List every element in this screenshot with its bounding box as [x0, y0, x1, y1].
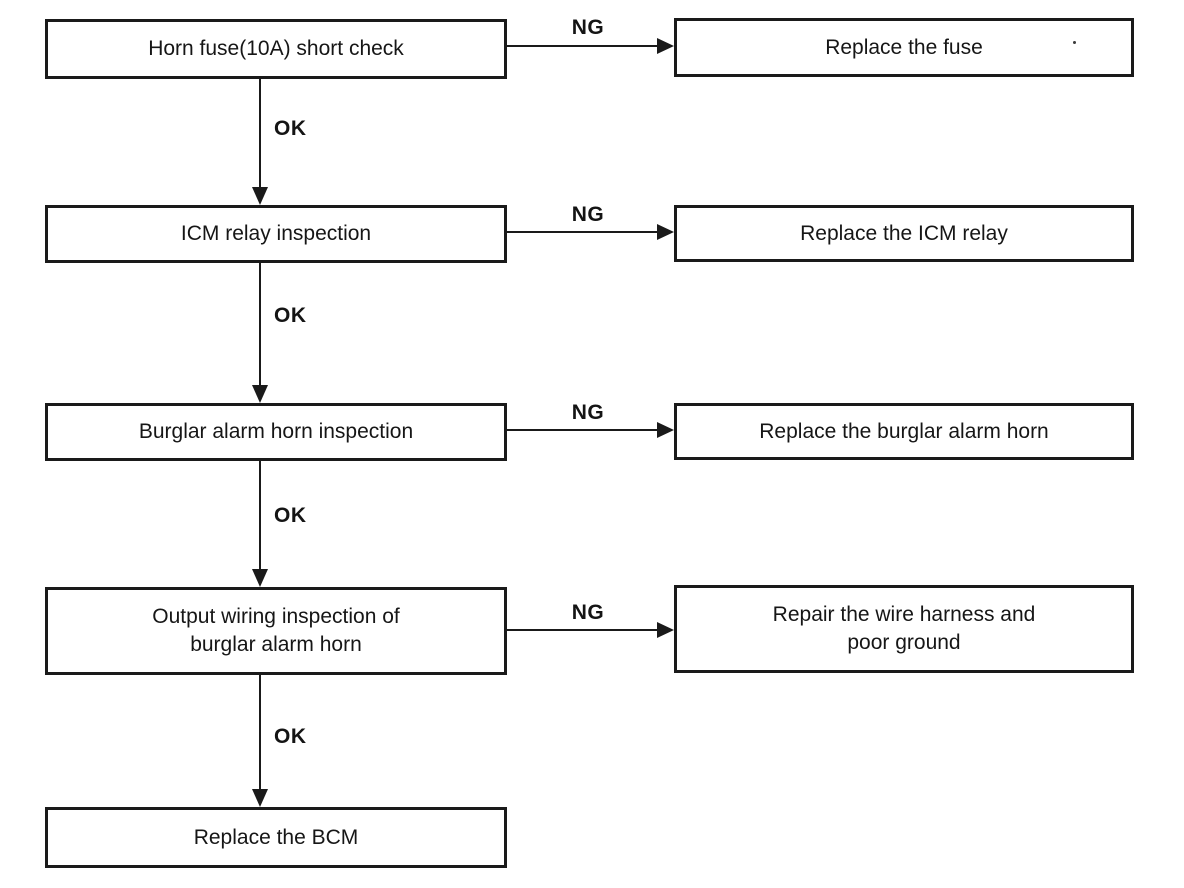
action-box-replace-burglar-alarm-horn: Replace the burglar alarm horn: [674, 403, 1134, 460]
step-label-horn-fuse-short-check: Horn fuse(10A) short check: [148, 37, 404, 61]
ok-label-2: OK: [274, 304, 307, 327]
ng-connector-line-4: [507, 629, 658, 631]
down-arrowhead-3: [252, 569, 268, 587]
step-box-replace-bcm: Replace the BCM: [45, 807, 507, 868]
action-label-repair-wire-harness: Repair the wire harness and poor ground: [772, 603, 1036, 654]
ok-connector-line-4: [259, 675, 261, 789]
ok-label-3: OK: [274, 504, 307, 527]
right-arrowhead-1: [657, 38, 674, 54]
ok-label-4: OK: [274, 725, 307, 748]
right-arrowhead-2: [657, 224, 674, 240]
action-box-replace-icm-relay: Replace the ICM relay: [674, 205, 1134, 262]
down-arrowhead-2: [252, 385, 268, 403]
action-label-replace-fuse: Replace the fuse: [825, 35, 983, 59]
ng-label-3: NG: [571, 401, 605, 424]
step-label-replace-bcm: Replace the BCM: [193, 825, 359, 849]
action-label-replace-icm-relay: Replace the ICM relay: [800, 221, 1008, 245]
step-box-horn-fuse-short-check: Horn fuse(10A) short check: [45, 19, 507, 79]
step-box-icm-relay-inspection: ICM relay inspection: [45, 205, 507, 263]
down-arrowhead-1: [252, 187, 268, 205]
ok-connector-line-2: [259, 263, 261, 385]
ng-label-1: NG: [571, 16, 605, 39]
ng-label-2: NG: [571, 203, 605, 226]
step-label-output-wiring-inspection: Output wiring inspection of burglar alar…: [152, 605, 400, 656]
action-label-replace-burglar-alarm-horn: Replace the burglar alarm horn: [759, 419, 1049, 443]
ng-connector-line-2: [507, 231, 658, 233]
down-arrowhead-4: [252, 789, 268, 807]
ng-label-4: NG: [571, 601, 605, 624]
ok-label-1: OK: [274, 117, 307, 140]
ok-connector-line-1: [259, 79, 261, 187]
ng-connector-line-1: [507, 45, 658, 47]
step-box-output-wiring-inspection: Output wiring inspection of burglar alar…: [45, 587, 507, 675]
action-box-repair-wire-harness: Repair the wire harness and poor ground: [674, 585, 1134, 673]
scan-artifact-dot: [1073, 41, 1076, 44]
step-label-burglar-alarm-horn-inspection: Burglar alarm horn inspection: [138, 420, 414, 444]
step-box-burglar-alarm-horn-inspection: Burglar alarm horn inspection: [45, 403, 507, 461]
ok-connector-line-3: [259, 461, 261, 569]
ng-connector-line-3: [507, 429, 658, 431]
right-arrowhead-3: [657, 422, 674, 438]
right-arrowhead-4: [657, 622, 674, 638]
action-box-replace-fuse: Replace the fuse: [674, 18, 1134, 77]
step-label-icm-relay-inspection: ICM relay inspection: [180, 222, 372, 246]
